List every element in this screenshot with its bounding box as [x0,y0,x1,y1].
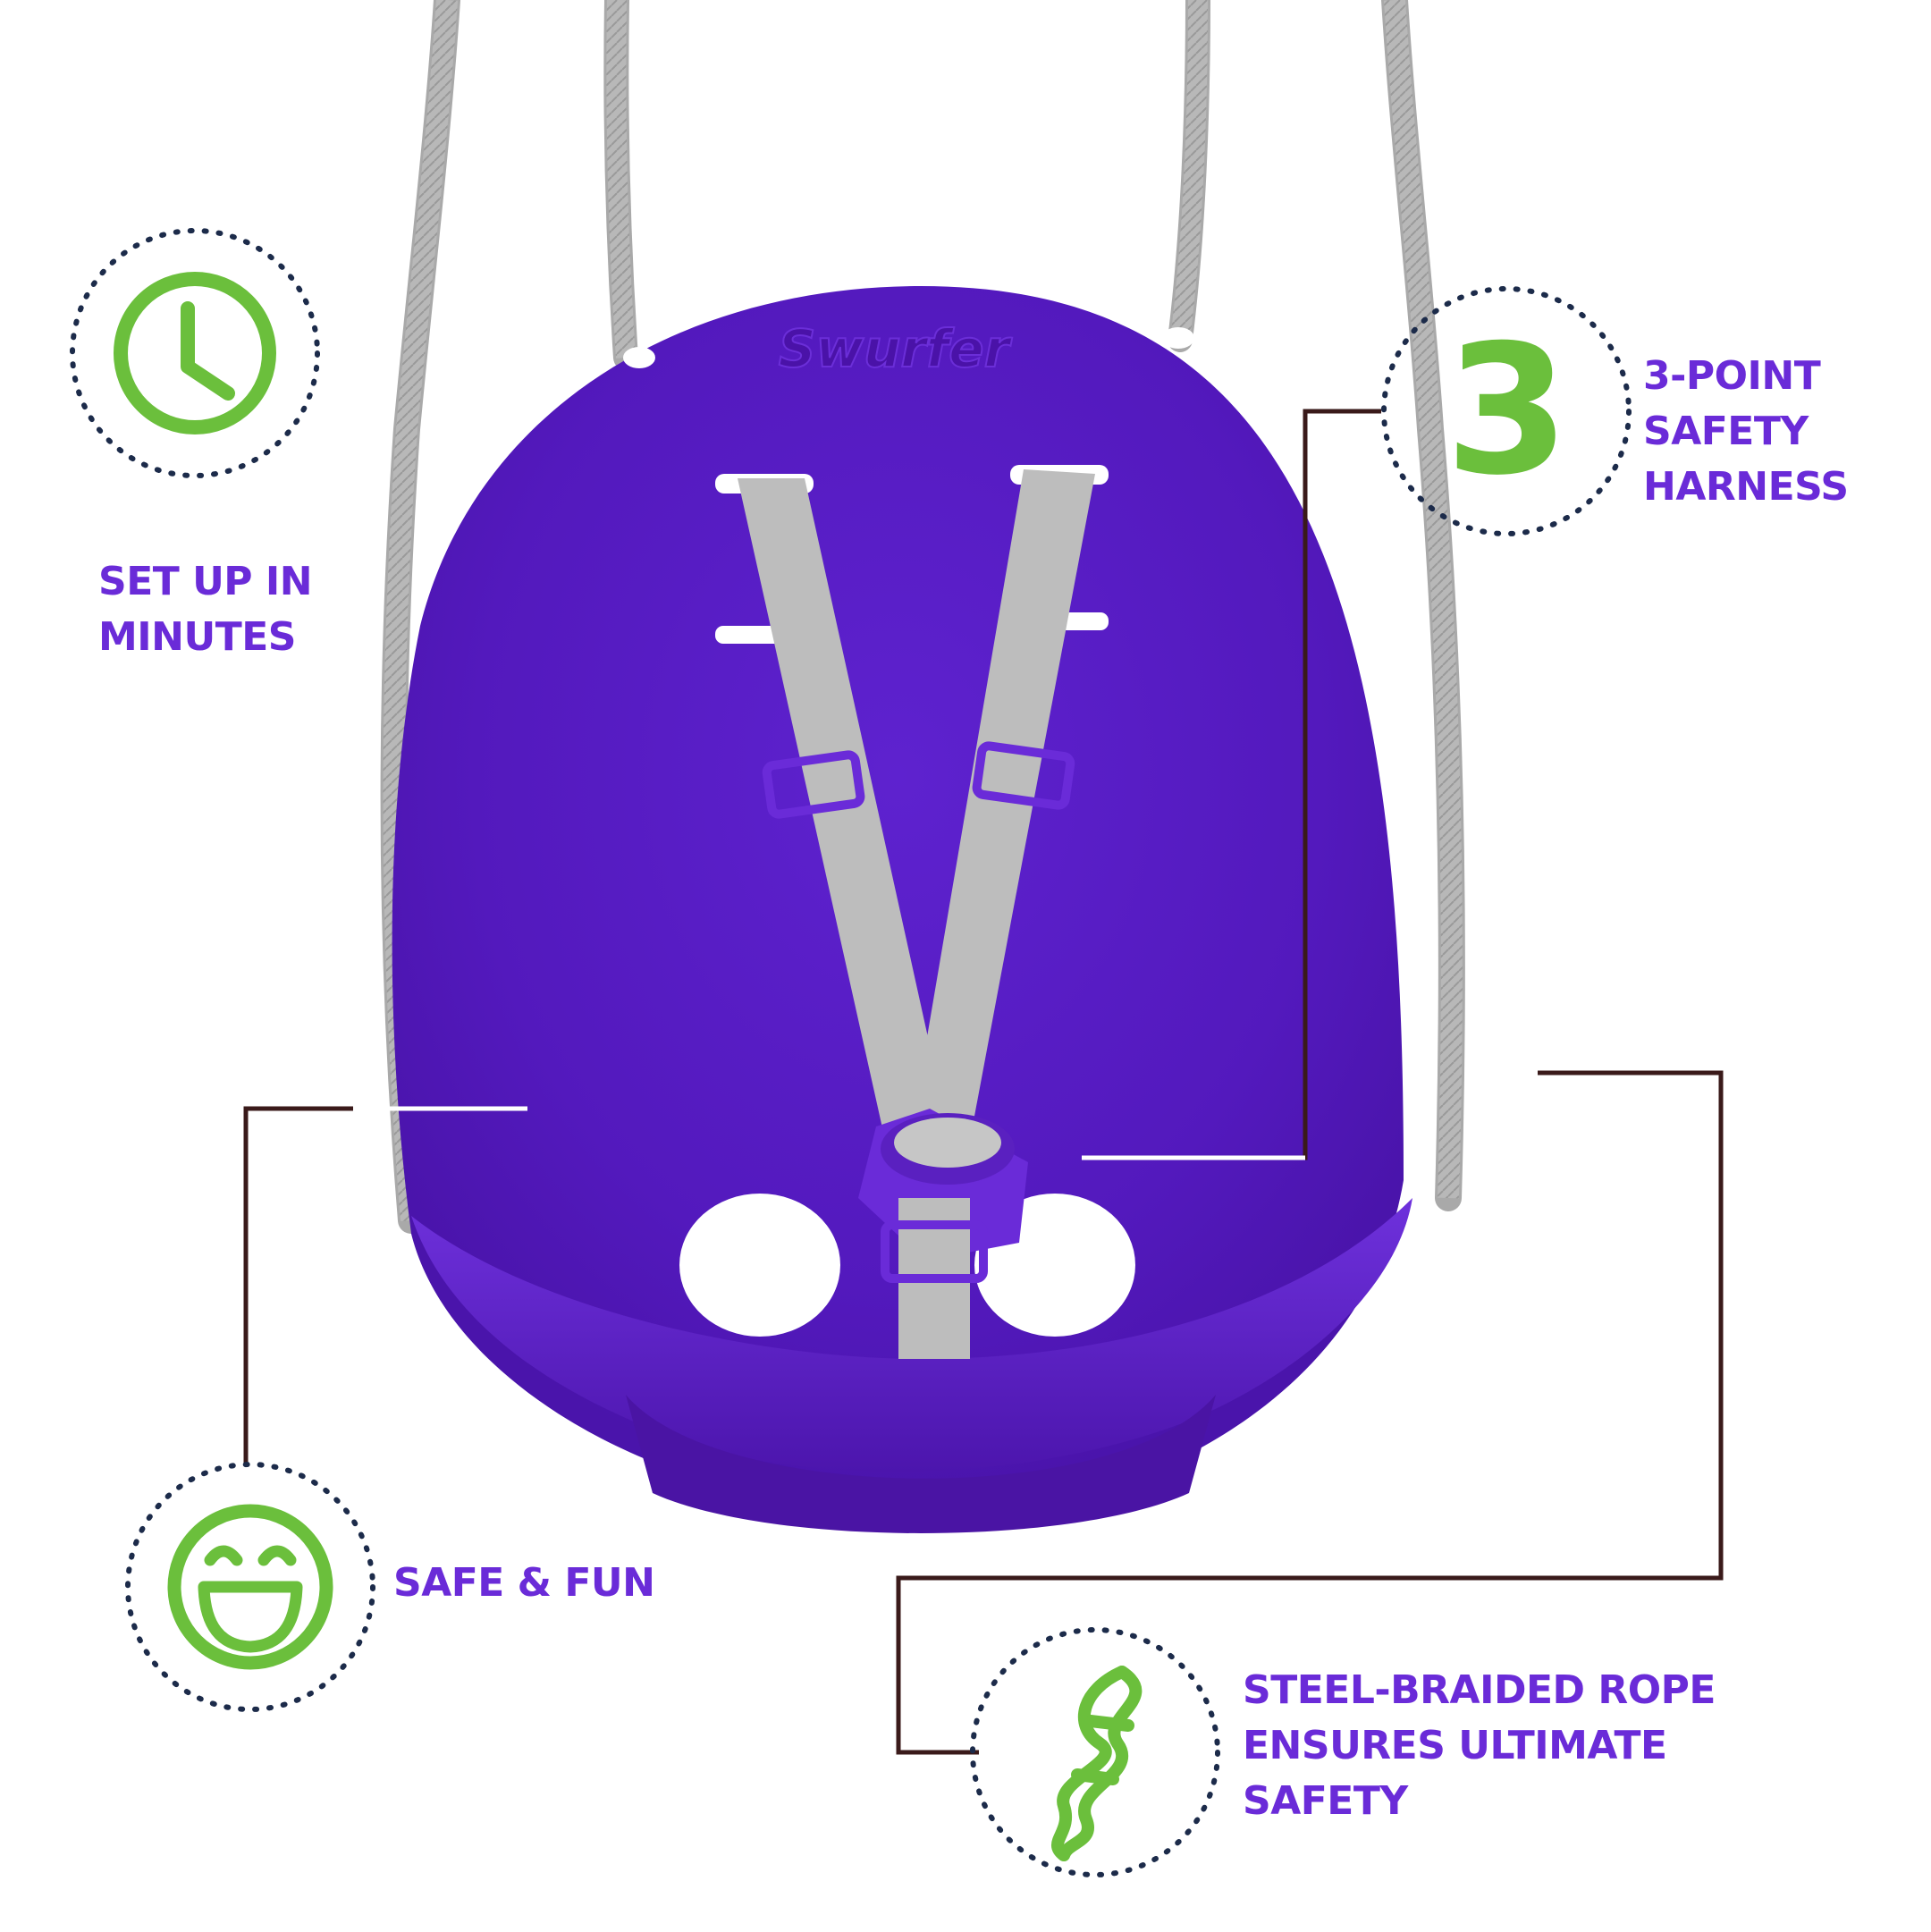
badge-rope [970,1627,1220,1877]
seat-base [626,1395,1216,1533]
badge-harness [1381,286,1632,536]
leader-rope [896,1070,1724,1755]
callout-lines [243,409,1724,1755]
feature-label-harness: 3-POINT SAFETY HARNESS [1643,353,1849,510]
crotch-adjuster [881,1220,988,1283]
clock-icon [114,272,276,434]
swing-seat: Swurfer [392,286,1412,1533]
harness-strap-right [912,469,1095,1140]
feature-label-setup: SET UP IN MINUTES [98,559,313,660]
number-three-badge: 3 [1445,307,1570,515]
badge-setup [70,228,320,478]
strap-adjuster-right [972,741,1075,810]
seat-rim [411,1198,1412,1472]
seat-outer-shell [392,286,1404,1509]
feature-label-rope: STEEL-BRAIDED ROPE ENSURES ULTIMATE SAFE… [1243,1667,1716,1824]
rope-hole [1162,327,1194,349]
feature-label-safe: SAFE & FUN [393,1560,655,1606]
leg-hole-left [679,1194,840,1337]
badge-safe [125,1462,375,1712]
safety-harness [738,469,1095,1359]
rope-hole [623,347,655,368]
seat-logo: Swurfer [779,318,1013,379]
strap-adjuster-left [762,750,865,819]
rope-twist-icon [1051,1666,1143,1861]
smiley-icon [167,1504,333,1670]
